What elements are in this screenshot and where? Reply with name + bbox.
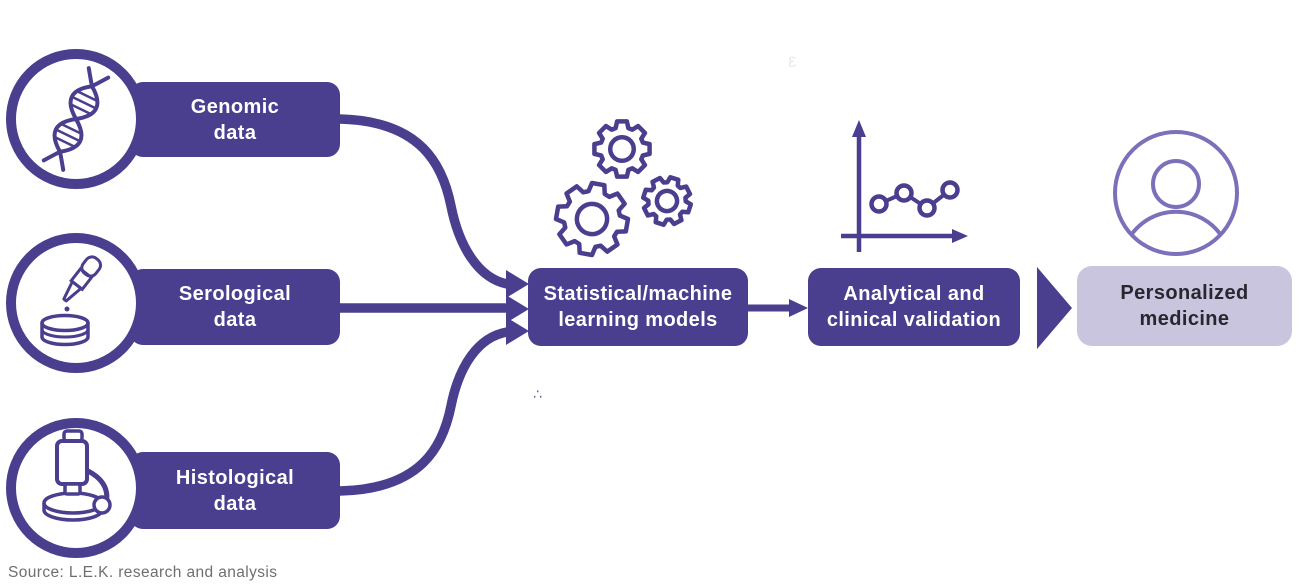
pill-serological-data: Serological data <box>130 269 340 345</box>
pill-label-line2: clinical validation <box>826 309 1002 331</box>
pill-genomic-data: Genomic data <box>130 82 340 157</box>
line-chart-icon <box>841 120 968 252</box>
person-icon <box>1113 130 1239 256</box>
microscope-icon <box>16 428 136 548</box>
pill-personalized-medicine: Personalized medicine <box>1077 266 1292 346</box>
pill-histological-data: Histological data <box>130 452 340 529</box>
faint-mark: ε <box>788 51 797 72</box>
pill-label-line2: learning models <box>558 309 718 331</box>
pipette-petri-dish-icon <box>16 243 136 363</box>
gears-icon <box>535 98 705 258</box>
dna-icon <box>16 59 136 179</box>
arrow-validation-to-outcome <box>1037 267 1072 349</box>
pill-label-line1: Genomic <box>190 95 280 118</box>
pill-label-line2: medicine <box>1139 308 1230 330</box>
pill-label-line2: data <box>213 492 257 515</box>
pill-statistical-machine-learning-models: Statistical/machine learning models <box>528 268 748 346</box>
pill-label-line1: Serological <box>178 283 292 305</box>
connector-genomic-to-models <box>335 114 529 298</box>
pill-label-line2: data <box>213 309 257 331</box>
pill-label-line1: Histological <box>175 466 295 489</box>
histological-icon-circle <box>6 418 146 558</box>
dots-mark: ∴ <box>533 386 542 402</box>
pill-label-line1: Personalized <box>1120 282 1249 304</box>
serological-icon-circle <box>6 233 146 373</box>
pill-label-line1: Analytical and <box>843 283 985 305</box>
genomic-icon-circle <box>6 49 146 189</box>
connector-serological-to-models <box>335 295 529 323</box>
pill-label-line2: data <box>213 121 257 144</box>
pill-label-line1: Statistical/machine <box>543 283 733 305</box>
pill-analytical-clinical-validation: Analytical and clinical validation <box>808 268 1020 346</box>
connector-histological-to-models <box>335 317 529 496</box>
arrow-models-to-validation <box>748 299 808 317</box>
source-note: Source: L.E.K. research and analysis <box>8 564 278 581</box>
